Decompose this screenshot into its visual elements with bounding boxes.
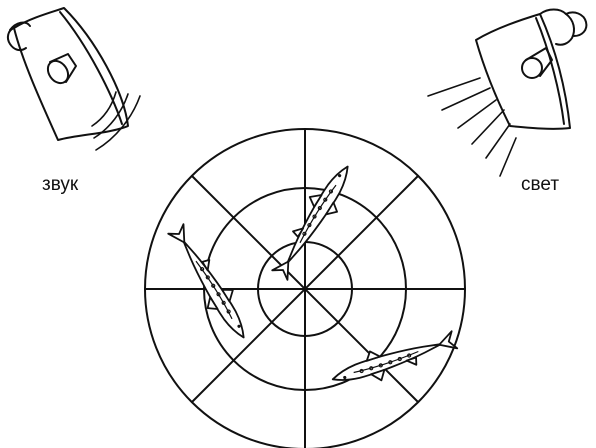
arena — [145, 129, 465, 448]
loudspeaker-icon — [8, 8, 128, 140]
light-label: свет — [521, 174, 559, 195]
sound-label: звук — [42, 174, 79, 195]
sound-waves — [92, 92, 140, 150]
fish-icon — [163, 220, 257, 345]
lamp-icon — [476, 10, 586, 129]
light-rays — [428, 78, 516, 176]
